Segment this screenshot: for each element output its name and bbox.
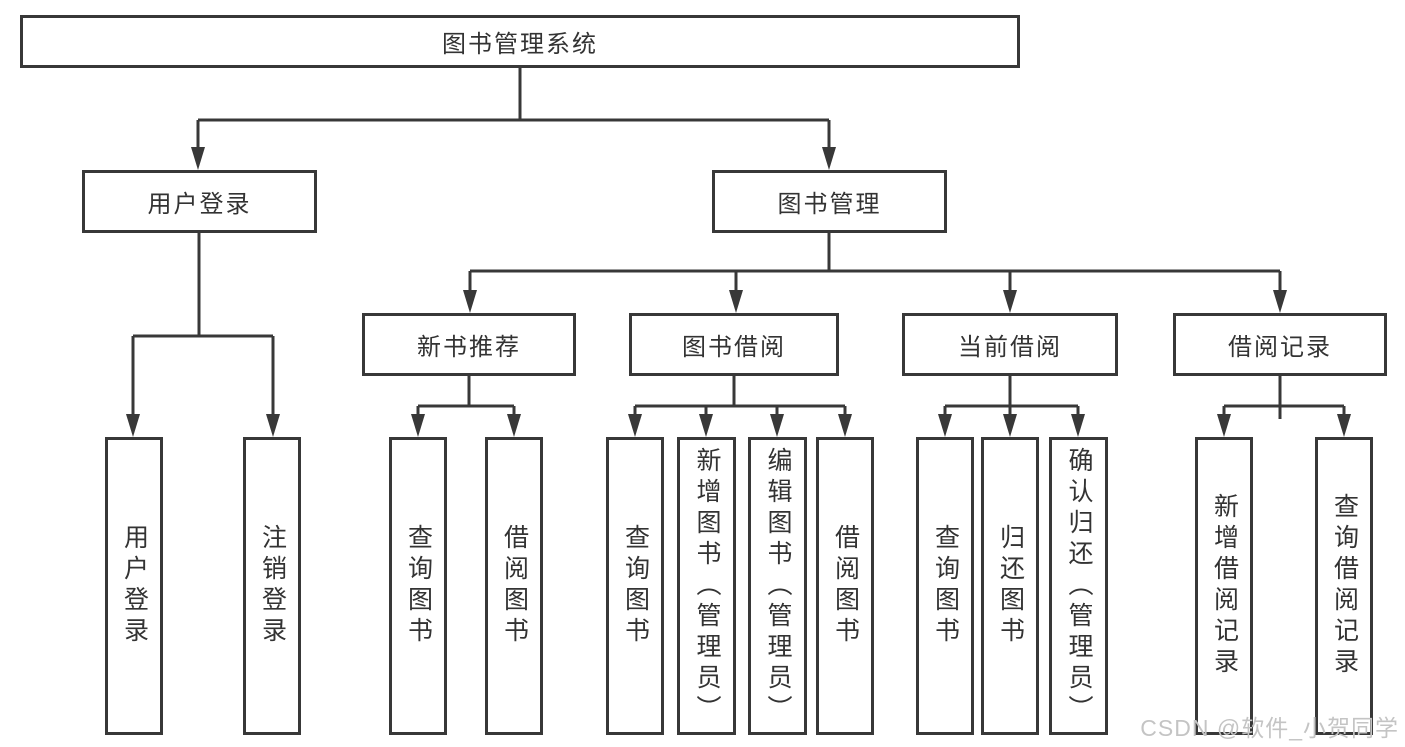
node-book-borrowing: 图书借阅	[629, 313, 839, 376]
node-root: 图书管理系统	[20, 15, 1020, 68]
node-current-borrowing-label: 当前借阅	[958, 334, 1062, 361]
leaf-edit-books-admin: 编辑图书（管理员）	[748, 437, 807, 735]
node-borrowing-records-label: 借阅记录	[1228, 334, 1332, 361]
leaf-add-books-admin-label: 新增图书（管理员）	[693, 446, 721, 726]
node-new-book-recommend: 新书推荐	[362, 313, 576, 376]
leaf-add-books-admin: 新增图书（管理员）	[677, 437, 736, 735]
node-user-login: 用户登录	[82, 170, 317, 233]
leaf-borrow-books-recommend: 借阅图书	[485, 437, 543, 735]
node-book-management: 图书管理	[712, 170, 947, 233]
node-book-management-label: 图书管理	[777, 191, 882, 218]
leaf-query-books-recommend: 查询图书	[389, 437, 447, 735]
leaf-query-books-current: 查询图书	[916, 437, 974, 735]
leaf-query-books-borrowing: 查询图书	[606, 437, 664, 735]
leaf-query-books-borrowing-label: 查询图书	[621, 524, 650, 648]
leaf-borrow-books-recommend-label: 借阅图书	[500, 524, 529, 648]
leaf-confirm-return-admin-label: 确认归还（管理员）	[1065, 446, 1093, 726]
leaf-borrow-books: 借阅图书	[816, 437, 874, 735]
node-borrowing-records: 借阅记录	[1173, 313, 1387, 376]
leaf-return-books-label: 归还图书	[996, 524, 1025, 648]
leaf-confirm-return-admin: 确认归还（管理员）	[1049, 437, 1108, 735]
leaf-user-login-label: 用户登录	[120, 524, 149, 648]
leaf-borrow-books-label: 借阅图书	[831, 524, 860, 648]
leaf-return-books: 归还图书	[981, 437, 1039, 735]
node-book-borrowing-label: 图书借阅	[682, 334, 786, 361]
node-current-borrowing: 当前借阅	[902, 313, 1118, 376]
leaf-query-books-current-label: 查询图书	[931, 524, 960, 648]
leaf-query-books-recommend-label: 查询图书	[404, 524, 433, 648]
leaf-edit-books-admin-label: 编辑图书（管理员）	[764, 446, 792, 726]
node-root-label: 图书管理系统	[442, 31, 598, 58]
leaf-user-login: 用户登录	[105, 437, 163, 735]
leaf-add-borrow-record-label: 新增借阅记录	[1210, 493, 1239, 679]
node-new-book-recommend-label: 新书推荐	[417, 334, 521, 361]
leaf-query-borrow-record-label: 查询借阅记录	[1330, 493, 1359, 679]
arrowheads	[126, 147, 1351, 437]
leaf-add-borrow-record: 新增借阅记录	[1195, 437, 1253, 735]
node-user-login-label: 用户登录	[147, 191, 252, 218]
leaf-query-borrow-record: 查询借阅记录	[1315, 437, 1373, 735]
leaf-logout: 注销登录	[243, 437, 301, 735]
csdn-watermark: CSDN @软件_小贺同学	[1140, 715, 1399, 741]
leaf-logout-label: 注销登录	[258, 524, 287, 648]
